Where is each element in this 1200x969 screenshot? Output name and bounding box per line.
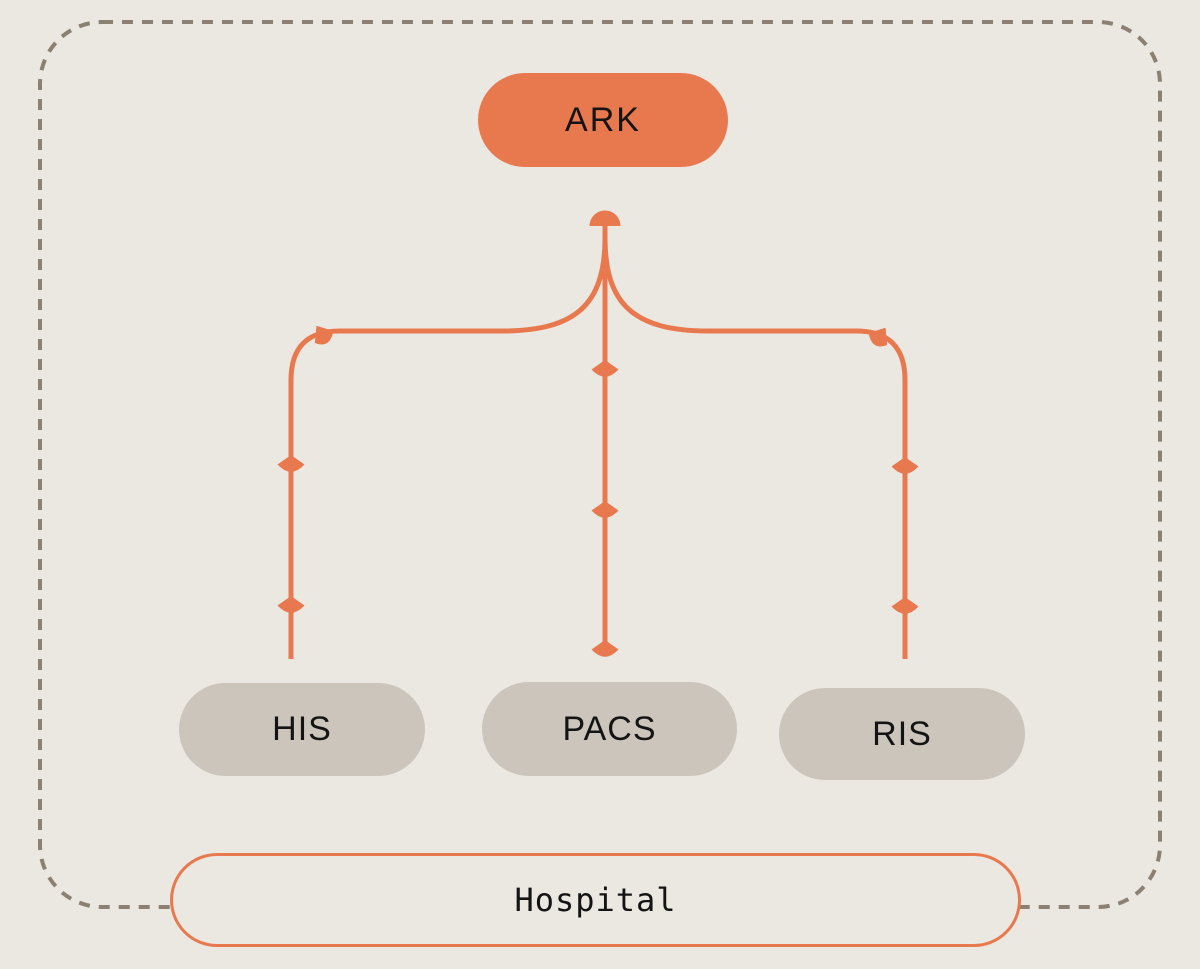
node-his-label: HIS (272, 710, 332, 748)
connector-ris-ark (602, 237, 908, 659)
flow-marker-icon (891, 457, 919, 474)
dome-arrowhead-icon (589, 210, 621, 226)
node-ark: ARK (478, 73, 728, 167)
flow-marker-icon (591, 360, 619, 377)
node-hospital: Hospital (170, 853, 1021, 947)
node-ark-label: ARK (565, 100, 641, 139)
connector-his-ark (288, 237, 608, 659)
flow-marker-terminal-icon (591, 640, 619, 657)
node-pacs: PACS (482, 682, 737, 776)
node-his: HIS (179, 683, 425, 776)
node-ris: RIS (779, 688, 1025, 780)
flow-marker-icon (277, 596, 305, 613)
node-ris-label: RIS (872, 714, 932, 753)
flow-marker-icon (891, 597, 919, 614)
flow-marker-icon (277, 455, 305, 472)
node-hospital-label: Hospital (514, 881, 677, 919)
corner-leaf-marker-icon (868, 327, 888, 347)
flow-marker-icon (591, 501, 619, 518)
node-pacs-label: PACS (562, 709, 657, 748)
corner-leaf-marker-icon (314, 325, 334, 345)
